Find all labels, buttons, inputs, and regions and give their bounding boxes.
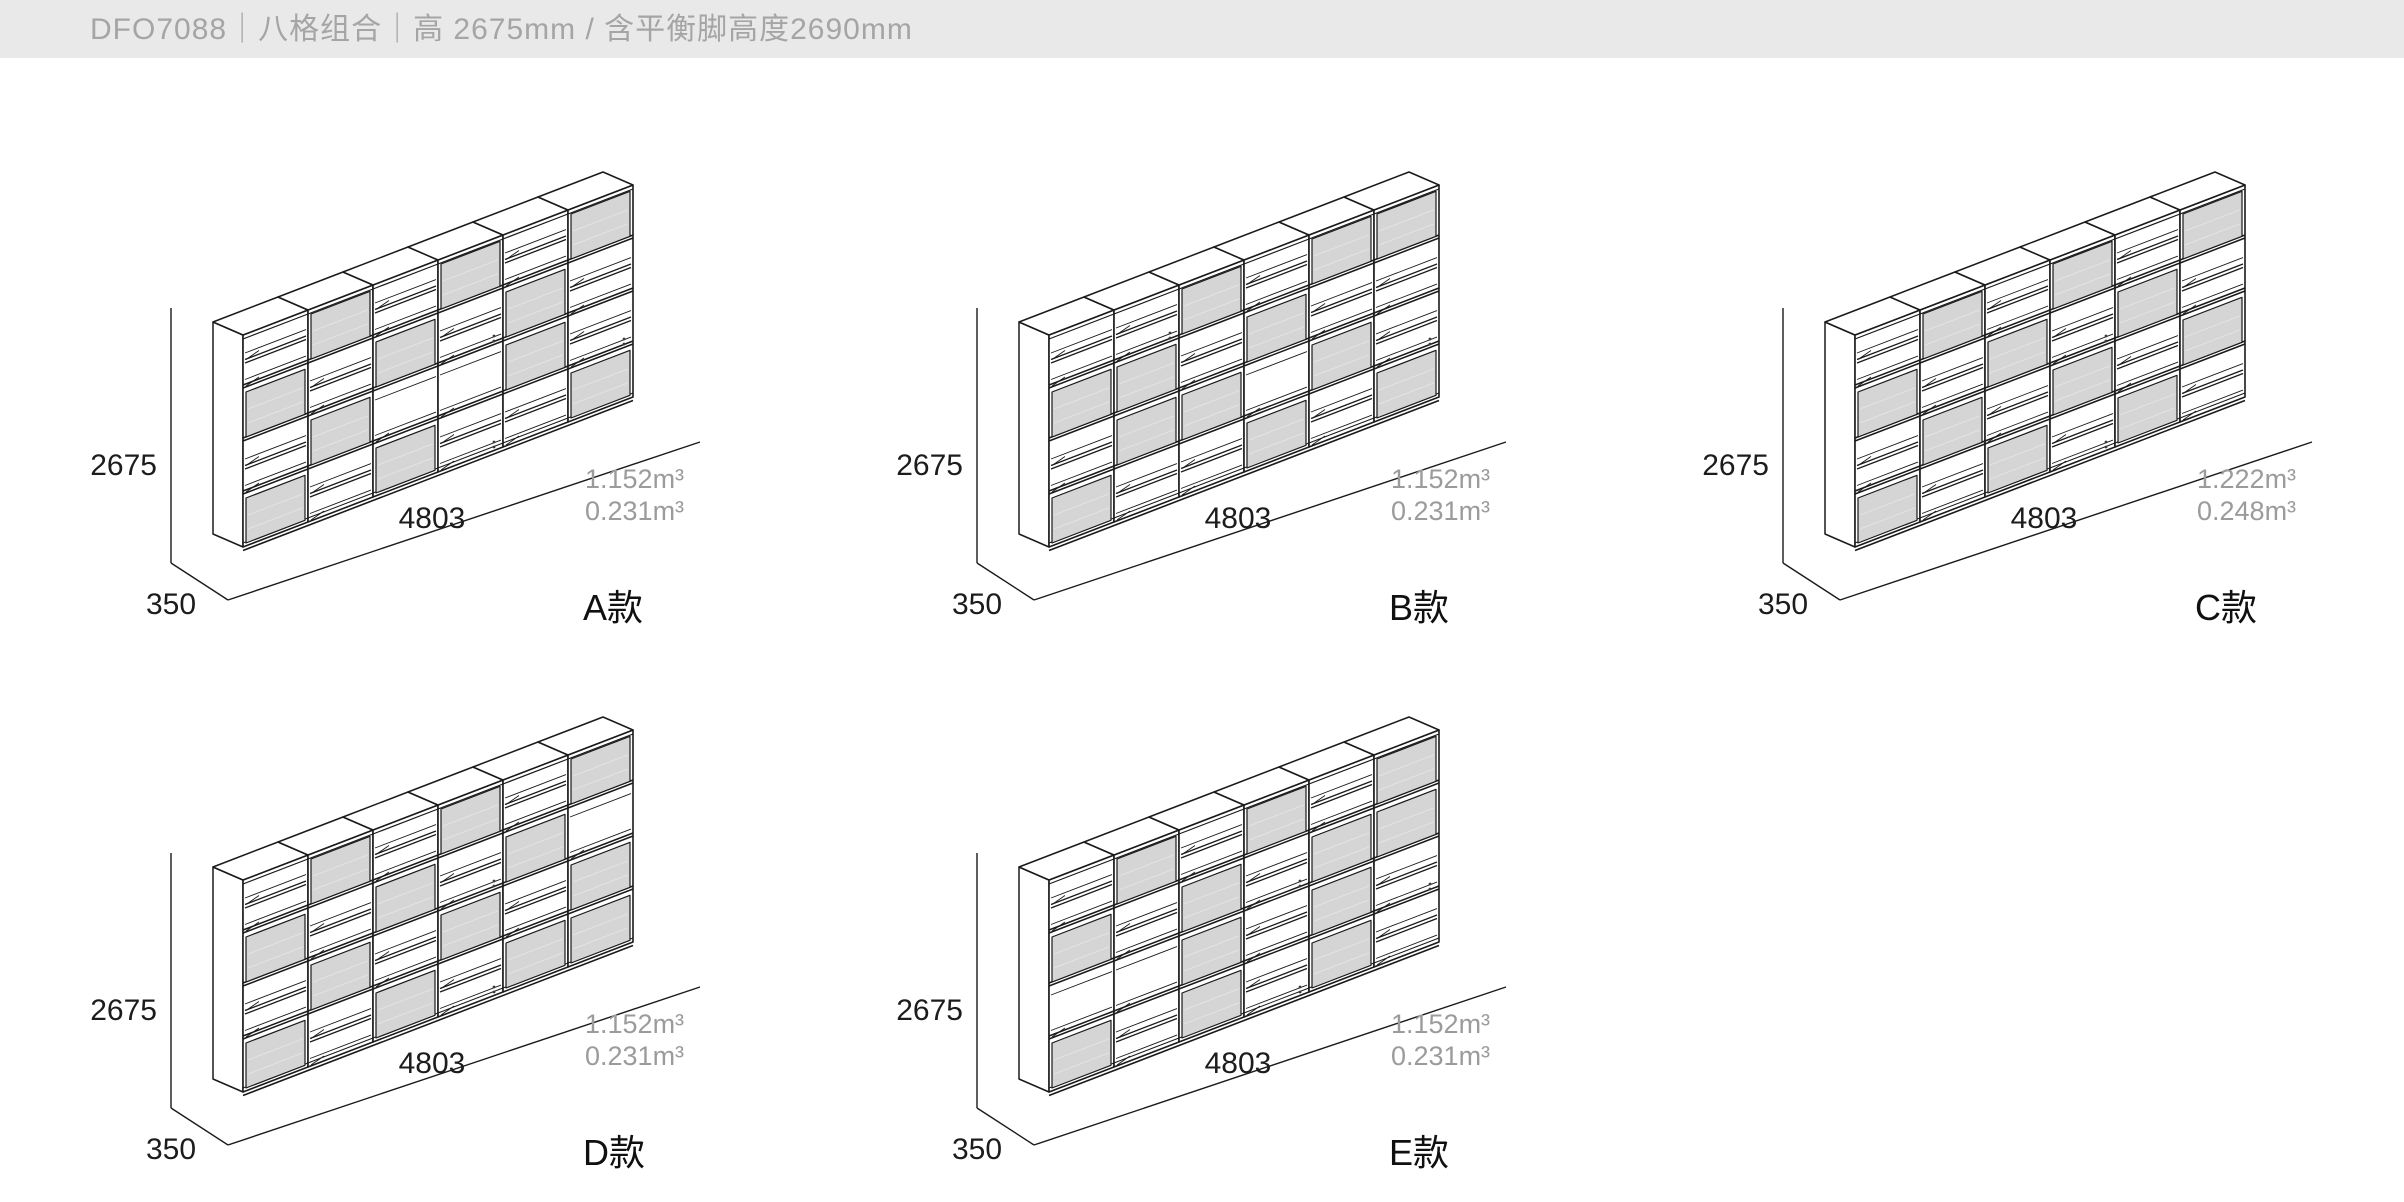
volume-primary: 1.152m³: [1391, 464, 1491, 494]
volume-secondary: 0.231m³: [1391, 496, 1491, 526]
dim-width-label: 4803: [1204, 502, 1272, 535]
dim-width-label: 4803: [398, 502, 466, 535]
unit-panel-a: 2675 350 4803 1.152m³ 0.231m³ A款: [0, 60, 780, 640]
unit-label: C款: [2195, 587, 2257, 628]
dim-width-label: 4803: [398, 1047, 466, 1080]
shelf-drawing-c: [1782, 171, 2313, 601]
volume-secondary: 0.231m³: [585, 1041, 685, 1071]
dim-depth-label: 350: [1757, 588, 1809, 621]
dim-height-label: 2675: [90, 994, 157, 1027]
dim-depth-label: 350: [145, 588, 197, 621]
unit-panel-c: 2675 350 4803 1.222m³ 0.248m³ C款: [1612, 60, 2392, 640]
unit-label: B款: [1389, 587, 1450, 628]
dim-height-label: 2675: [90, 449, 157, 482]
volume-secondary: 0.231m³: [1391, 1041, 1491, 1071]
dim-depth-label: 350: [951, 1133, 1003, 1166]
shelf-drawing-d: [170, 716, 701, 1146]
dim-height-label: 2675: [896, 449, 963, 482]
unit-label: A款: [583, 587, 644, 628]
dim-depth-label: 350: [951, 588, 1003, 621]
unit-panel-d: 2675 350 4803 1.152m³ 0.231m³ D款: [0, 605, 780, 1185]
volume-primary: 1.222m³: [2197, 464, 2297, 494]
shelf-drawing-e: [976, 716, 1507, 1146]
volume-secondary: 0.231m³: [585, 496, 685, 526]
page-title: DFO7088｜八格组合｜高 2675mm / 含平衡脚高度2690mm: [90, 13, 913, 46]
volume-primary: 1.152m³: [585, 1009, 685, 1039]
shelf-drawing-b: [976, 171, 1507, 601]
shelf-drawing-a: [170, 171, 701, 601]
dim-width-label: 4803: [1204, 1047, 1272, 1080]
unit-label: D款: [583, 1132, 645, 1173]
dim-depth-label: 350: [145, 1133, 197, 1166]
volume-primary: 1.152m³: [585, 464, 685, 494]
unit-label: E款: [1389, 1132, 1450, 1173]
dim-width-label: 4803: [2010, 502, 2078, 535]
header-bar: DFO7088｜八格组合｜高 2675mm / 含平衡脚高度2690mm: [0, 0, 2404, 58]
unit-panel-e: 2675 350 4803 1.152m³ 0.231m³ E款: [806, 605, 1586, 1185]
volume-primary: 1.152m³: [1391, 1009, 1491, 1039]
volume-secondary: 0.248m³: [2197, 496, 2297, 526]
dim-height-label: 2675: [896, 994, 963, 1027]
dim-height-label: 2675: [1702, 449, 1769, 482]
unit-panel-b: 2675 350 4803 1.152m³ 0.231m³ B款: [806, 60, 1586, 640]
